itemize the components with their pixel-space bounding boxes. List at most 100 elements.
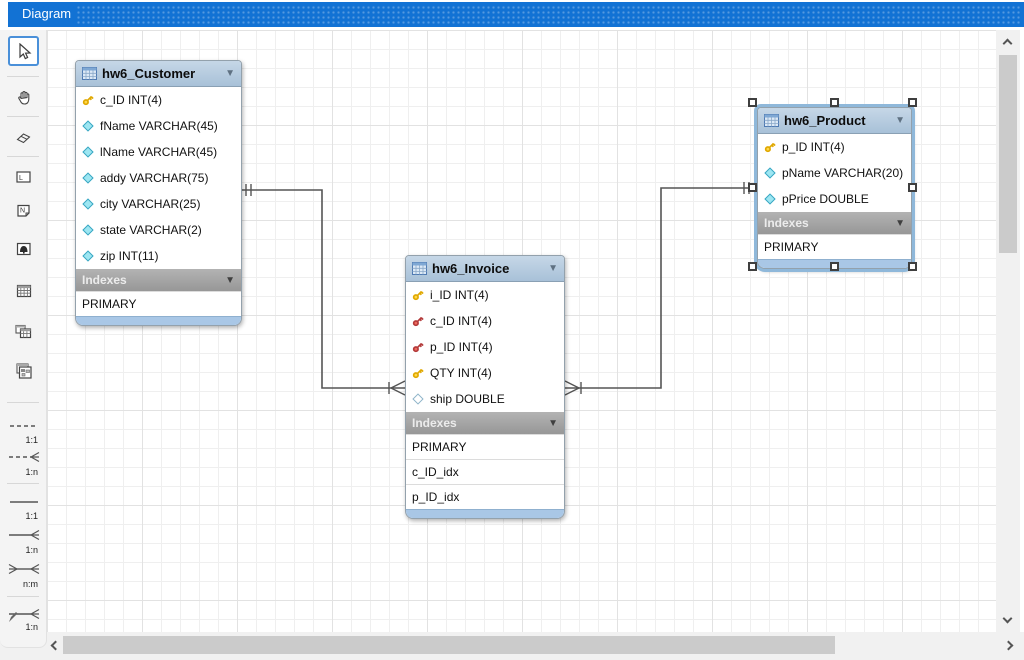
routine-group-icon: [16, 363, 32, 379]
column-row[interactable]: p_ID INT(4): [406, 334, 564, 360]
column-row[interactable]: state VARCHAR(2): [76, 217, 241, 243]
selection-handle-bottom-left[interactable]: [748, 262, 757, 271]
column-row[interactable]: addy VARCHAR(75): [76, 165, 241, 191]
layer-tool[interactable]: L: [8, 164, 39, 190]
table-header[interactable]: hw6_Product ▼: [758, 108, 911, 134]
toolbar-separator: [7, 156, 39, 157]
indexes-label: Indexes: [412, 416, 457, 430]
column-label: fName VARCHAR(45): [100, 119, 218, 133]
index-label: c_ID_idx: [412, 465, 459, 479]
selection-handle-bottom-right[interactable]: [908, 262, 917, 271]
column-row[interactable]: pName VARCHAR(20): [758, 160, 911, 186]
foreign-key-icon: [412, 315, 424, 327]
scroll-right-arrow-icon[interactable]: [1003, 640, 1014, 651]
indexes-header[interactable]: Indexes ▼: [76, 269, 241, 291]
index-label: p_ID_idx: [412, 490, 460, 504]
rel-solid-1-n-icon: [9, 529, 40, 541]
table-header[interactable]: hw6_Customer ▼: [76, 61, 241, 87]
column-row[interactable]: c_ID INT(4): [406, 308, 564, 334]
table-hw6-product[interactable]: hw6_Product ▼ p_ID INT(4) pName VARCHAR(…: [757, 107, 912, 269]
hand-pan-tool[interactable]: [8, 84, 39, 110]
rel-1ton-existing-columns-tool[interactable]: 1:n: [5, 608, 43, 632]
tab-bar-texture: [76, 5, 1020, 24]
indexes-header[interactable]: Indexes ▼: [406, 412, 564, 434]
primary-key-icon: [412, 289, 424, 301]
column-row[interactable]: zip INT(11): [76, 243, 241, 269]
column-row[interactable]: ship DOUBLE: [406, 386, 564, 412]
horizontal-scrollbar[interactable]: [0, 632, 1024, 660]
toolbar-separator: [7, 76, 39, 77]
rel-tool-label: 1:n: [25, 467, 38, 477]
column-row[interactable]: lName VARCHAR(45): [76, 139, 241, 165]
vertical-scrollbar[interactable]: [996, 30, 1020, 632]
index-row[interactable]: p_ID_idx: [406, 484, 564, 509]
tab-diagram[interactable]: Diagram: [22, 6, 72, 21]
pointer-tool[interactable]: [8, 36, 39, 66]
connector-product-invoice[interactable]: [564, 182, 757, 396]
selection-handle-top-right[interactable]: [908, 98, 917, 107]
eraser-tool[interactable]: [8, 124, 39, 150]
rel-1ton-identifying-tool[interactable]: 1:n: [5, 528, 43, 555]
index-label: PRIMARY: [82, 297, 137, 311]
column-row[interactable]: QTY INT(4): [406, 360, 564, 386]
selection-handle-mid-right[interactable]: [908, 183, 917, 192]
column-label: pName VARCHAR(20): [782, 166, 904, 180]
selection-handle-mid-left[interactable]: [748, 183, 757, 192]
pointer-icon: [19, 42, 32, 59]
connector-customer-invoice[interactable]: [242, 184, 406, 396]
rel-ntom-identifying-tool[interactable]: n:m: [5, 562, 43, 589]
column-label: i_ID INT(4): [430, 288, 489, 302]
rel-tool-label: 1:n: [25, 545, 38, 555]
indexes-label: Indexes: [764, 216, 809, 230]
rel-1to1-non-identifying-tool[interactable]: 1:1: [5, 418, 43, 445]
note-tool[interactable]: N: [8, 198, 39, 224]
column-row[interactable]: c_ID INT(4): [76, 87, 241, 113]
rel-1ton-non-identifying-tool[interactable]: 1:n: [5, 450, 43, 477]
collapse-caret-icon[interactable]: ▼: [225, 274, 235, 286]
collapse-caret-icon[interactable]: ▼: [225, 68, 235, 79]
table-grid-icon: [82, 67, 97, 80]
table-tool[interactable]: [8, 278, 39, 304]
rel-1to1-identifying-tool[interactable]: 1:1: [5, 494, 43, 521]
indexes-header[interactable]: Indexes ▼: [758, 212, 911, 234]
selection-handle-top-left[interactable]: [748, 98, 757, 107]
vertical-scrollbar-thumb[interactable]: [999, 55, 1017, 253]
right-margin: [1020, 27, 1024, 660]
column-label: zip INT(11): [100, 249, 159, 263]
rel-tool-label: 1:1: [25, 511, 38, 521]
rel-dashed-1-n-icon: [9, 451, 40, 463]
routine-group-tool[interactable]: [8, 358, 39, 384]
horizontal-scrollbar-thumb[interactable]: [63, 636, 835, 654]
collapse-caret-icon[interactable]: ▼: [548, 417, 558, 429]
toolbar-separator: [7, 116, 39, 117]
collapse-caret-icon[interactable]: ▼: [895, 217, 905, 229]
layer-icon: L: [15, 171, 31, 183]
table-header[interactable]: hw6_Invoice ▼: [406, 256, 564, 282]
column-row[interactable]: fName VARCHAR(45): [76, 113, 241, 139]
scroll-down-arrow-icon[interactable]: [1002, 613, 1013, 624]
table-footer: [406, 509, 564, 518]
column-row[interactable]: city VARCHAR(25): [76, 191, 241, 217]
collapse-caret-icon[interactable]: ▼: [895, 115, 905, 126]
column-row[interactable]: pPrice DOUBLE: [758, 186, 911, 212]
table-hw6-invoice[interactable]: hw6_Invoice ▼ i_ID INT(4) c_ID INT(4) p_…: [405, 255, 565, 519]
scroll-up-arrow-icon[interactable]: [1002, 38, 1013, 49]
table-grid-icon: [412, 262, 427, 275]
view-tool[interactable]: [8, 318, 39, 344]
index-row[interactable]: PRIMARY: [758, 234, 911, 259]
column-label: c_ID INT(4): [430, 314, 493, 328]
column-label: QTY INT(4): [430, 366, 492, 380]
scroll-left-arrow-icon[interactable]: [50, 640, 61, 651]
attribute-icon: [82, 172, 94, 184]
column-row[interactable]: i_ID INT(4): [406, 282, 564, 308]
selection-handle-bottom-center[interactable]: [830, 262, 839, 271]
index-row[interactable]: c_ID_idx: [406, 459, 564, 484]
selection-handle-top-center[interactable]: [830, 98, 839, 107]
index-row[interactable]: PRIMARY: [76, 291, 241, 316]
column-row[interactable]: p_ID INT(4): [758, 134, 911, 160]
collapse-caret-icon[interactable]: ▼: [548, 263, 558, 274]
diagram-canvas[interactable]: hw6_Customer ▼ c_ID INT(4) fName VARCHAR…: [47, 30, 996, 632]
image-tool[interactable]: [8, 236, 39, 262]
table-hw6-customer[interactable]: hw6_Customer ▼ c_ID INT(4) fName VARCHAR…: [75, 60, 242, 326]
index-row[interactable]: PRIMARY: [406, 434, 564, 459]
